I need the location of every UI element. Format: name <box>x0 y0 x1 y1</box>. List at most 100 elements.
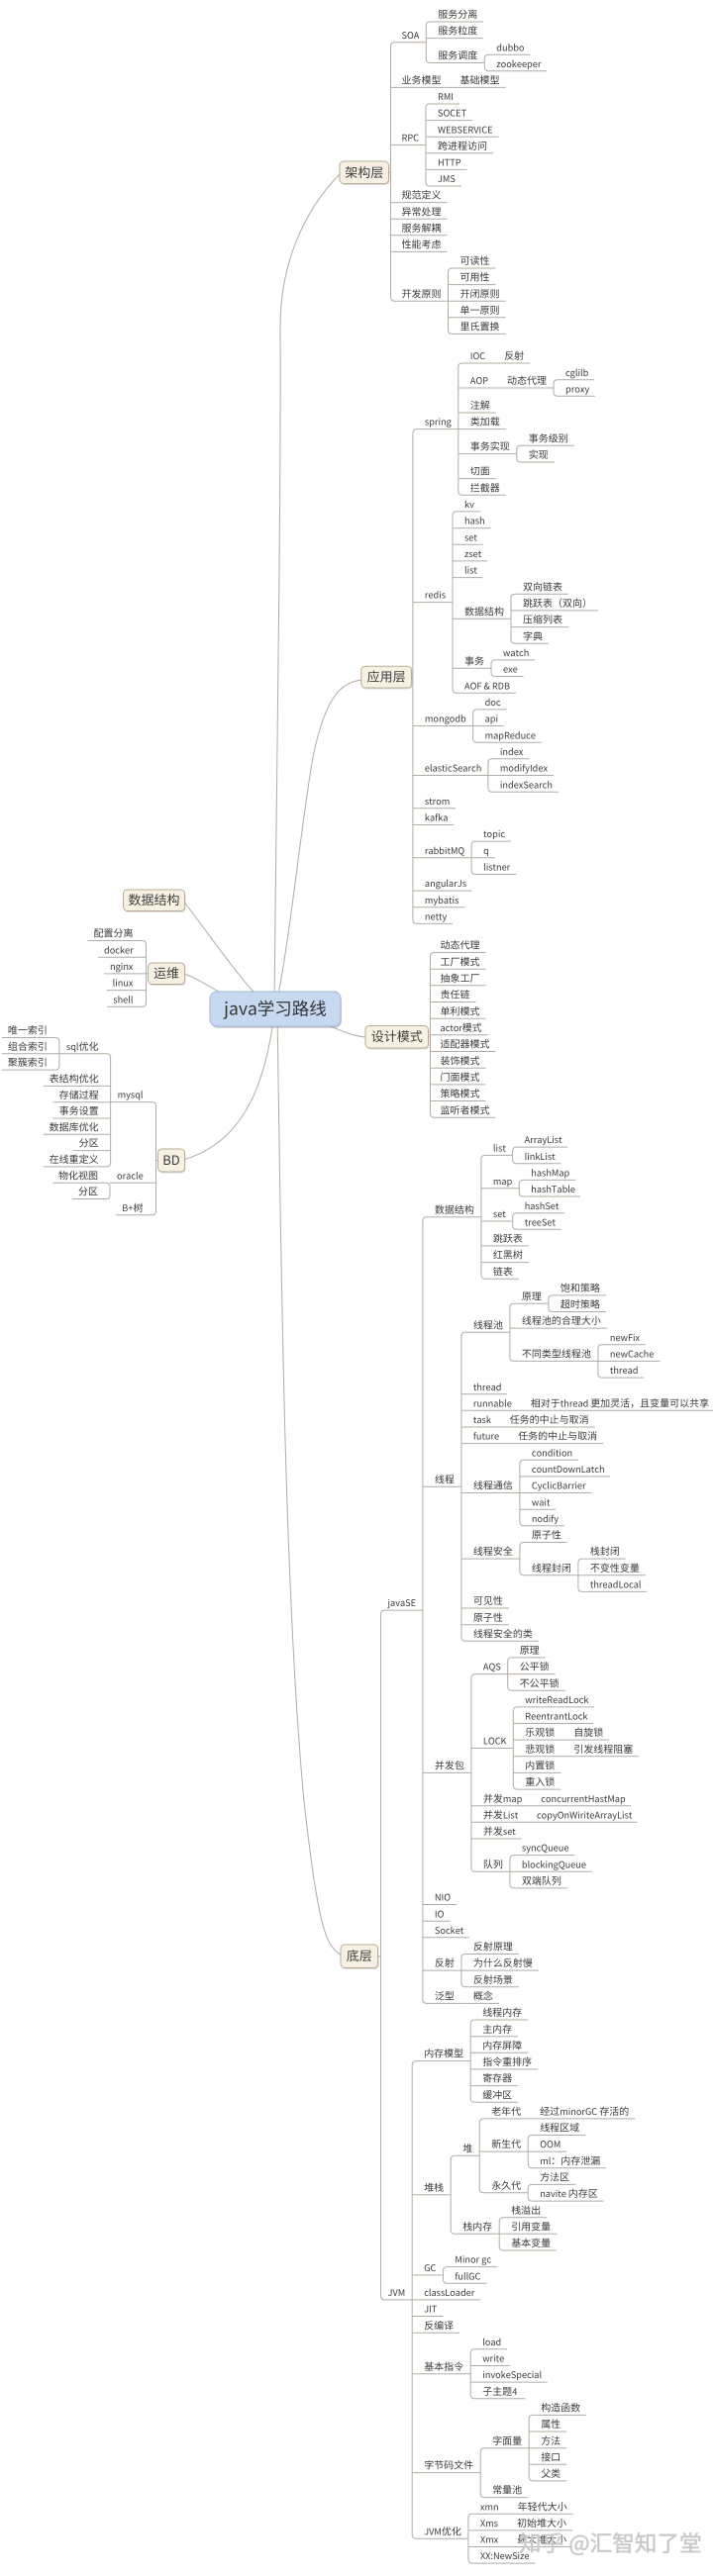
svg-text:任务的中止与取消: 任务的中止与取消 <box>518 1428 597 1443</box>
svg-text:condition: condition <box>532 1445 572 1459</box>
svg-text:newFix: newFix <box>610 1330 641 1344</box>
svg-text:ml: ml <box>540 2153 552 2167</box>
svg-text:IOC: IOC <box>470 348 486 362</box>
svg-text:mybatis: mybatis <box>425 893 458 906</box>
svg-text:方法: 方法 <box>541 2433 560 2447</box>
svg-text:4: 4 <box>512 2384 517 2398</box>
svg-text:年轻代大小: 年轻代大小 <box>518 2498 567 2513</box>
svg-text:不公平锁: 不公平锁 <box>520 1674 560 1689</box>
svg-text:hash: hash <box>464 514 485 527</box>
svg-text:双端队列: 双端队列 <box>522 1872 561 1887</box>
svg-text:设计模式: 设计模式 <box>371 1026 423 1045</box>
svg-text:拦截器: 拦截器 <box>470 479 500 494</box>
svg-text:Socket: Socket <box>435 1923 464 1937</box>
svg-text:linux: linux <box>113 976 134 990</box>
svg-text:动态代理: 动态代理 <box>507 372 547 387</box>
svg-text:概念: 概念 <box>473 1988 493 2003</box>
svg-text:基本变量: 基本变量 <box>511 2235 551 2249</box>
svg-text:set: set <box>503 1824 516 1838</box>
svg-text:跳跃表（双向）: 跳跃表（双向） <box>523 595 592 610</box>
svg-text:单利模式: 单利模式 <box>441 1002 480 1017</box>
svg-text:泛型: 泛型 <box>435 1988 455 2003</box>
svg-text:线程封闭: 线程封闭 <box>532 1560 571 1574</box>
svg-text:BD: BD <box>162 1150 180 1169</box>
svg-text:set: set <box>464 529 477 543</box>
svg-text:数据库优化: 数据库优化 <box>50 1118 99 1133</box>
svg-text:angularJs: angularJs <box>425 876 466 890</box>
svg-text:api: api <box>485 712 498 725</box>
svg-text:elasticSearch: elasticSearch <box>425 761 481 775</box>
svg-text:runnable: runnable <box>473 1395 512 1409</box>
svg-text:并发: 并发 <box>483 1823 503 1838</box>
svg-text:hashSet: hashSet <box>525 1198 560 1212</box>
svg-text:相对于: 相对于 <box>531 1394 560 1409</box>
svg-text:可用性: 可用性 <box>460 269 490 284</box>
svg-text:java学习路线: java学习路线 <box>223 997 327 1021</box>
svg-text:topic: topic <box>483 826 505 840</box>
svg-text:引发线程阻塞: 引发线程阻塞 <box>573 1741 633 1756</box>
svg-text:GC: GC <box>424 2260 436 2274</box>
svg-text:treeSet: treeSet <box>525 1214 557 1228</box>
svg-text:线程区域: 线程区域 <box>540 2120 579 2135</box>
svg-text:docker: docker <box>104 942 134 956</box>
svg-text:服务分离: 服务分离 <box>438 6 477 21</box>
svg-text:AOF & RDB: AOF & RDB <box>464 678 510 692</box>
svg-text:xmn: xmn <box>480 2499 499 2513</box>
svg-text:服务粒度: 服务粒度 <box>438 23 477 38</box>
svg-text:RPC: RPC <box>402 131 420 144</box>
svg-text:threadLocal: threadLocal <box>590 1577 642 1591</box>
svg-text:栈封闭: 栈封闭 <box>590 1543 620 1558</box>
svg-text:shell: shell <box>113 992 134 1005</box>
svg-text:数据结构: 数据结构 <box>435 1201 474 1216</box>
svg-text:SOCET: SOCET <box>438 106 467 120</box>
svg-text:XX:NewSize: XX:NewSize <box>480 2548 530 2562</box>
svg-text:原子性: 原子性 <box>532 1527 561 1542</box>
svg-text:actor: actor <box>441 1020 463 1034</box>
svg-text:指令重排序: 指令重排序 <box>482 2053 532 2068</box>
svg-text:copyOnWiriteArrayList: copyOnWiriteArrayList <box>537 1807 633 1821</box>
svg-text:线程通信: 线程通信 <box>473 1478 513 1492</box>
svg-text:load: load <box>482 2335 501 2348</box>
svg-text:writeReadLock: writeReadLock <box>525 1692 588 1706</box>
svg-text:ReentrantLock: ReentrantLock <box>525 1709 587 1723</box>
svg-text:在线重定义: 在线重定义 <box>50 1151 99 1166</box>
svg-text:字节码文件: 字节码文件 <box>424 2457 473 2472</box>
svg-text:并发: 并发 <box>483 1790 503 1805</box>
svg-text:异常处理: 异常处理 <box>402 203 442 218</box>
svg-text:proxy: proxy <box>565 381 589 395</box>
svg-text:存储过程: 存储过程 <box>59 1087 99 1101</box>
svg-text:父类: 父类 <box>541 2465 560 2480</box>
svg-text:原理: 原理 <box>522 1288 542 1302</box>
svg-text:不同类型线程池: 不同类型线程池 <box>522 1346 591 1361</box>
svg-text:缓冲区: 缓冲区 <box>482 2086 512 2101</box>
svg-text:策略模式: 策略模式 <box>441 1086 480 1100</box>
svg-text:zset: zset <box>464 546 482 560</box>
svg-text:List: List <box>503 1807 519 1821</box>
svg-text:适配器模式: 适配器模式 <box>441 1036 490 1051</box>
svg-text:thread: thread <box>560 1395 589 1409</box>
svg-text:dubbo: dubbo <box>496 40 525 53</box>
svg-text:IO: IO <box>435 1906 445 1920</box>
svg-text:wait: wait <box>532 1494 551 1508</box>
svg-text:Minor gc: Minor gc <box>455 2252 491 2266</box>
svg-text:数据结构: 数据结构 <box>128 890 179 908</box>
svg-text:navite: navite <box>540 2186 566 2200</box>
svg-text:线程安全的类: 线程安全的类 <box>473 1625 533 1640</box>
svg-text:类加载: 类加载 <box>470 414 500 429</box>
svg-text:公平锁: 公平锁 <box>520 1659 550 1673</box>
svg-text:抽象工厂: 抽象工厂 <box>441 970 480 985</box>
svg-text:架构层: 架构层 <box>345 162 383 181</box>
svg-text:内存区: 内存区 <box>568 2185 598 2200</box>
svg-text:SOA: SOA <box>402 28 420 42</box>
svg-text:doc: doc <box>485 695 501 709</box>
svg-text:注解: 注解 <box>470 397 490 412</box>
svg-text:invokeSpecial: invokeSpecial <box>482 2367 542 2381</box>
svg-text:自旋锁: 自旋锁 <box>573 1724 603 1739</box>
svg-text:sql: sql <box>66 1039 79 1053</box>
svg-text:mongodb: mongodb <box>425 712 466 725</box>
svg-text:JIT: JIT <box>424 2302 438 2316</box>
svg-text:永久代: 永久代 <box>491 2177 521 2192</box>
svg-text:事务级别: 事务级别 <box>529 429 568 444</box>
svg-text:线程内存: 线程内存 <box>482 2004 522 2019</box>
svg-text:堆栈: 堆栈 <box>424 2179 444 2194</box>
